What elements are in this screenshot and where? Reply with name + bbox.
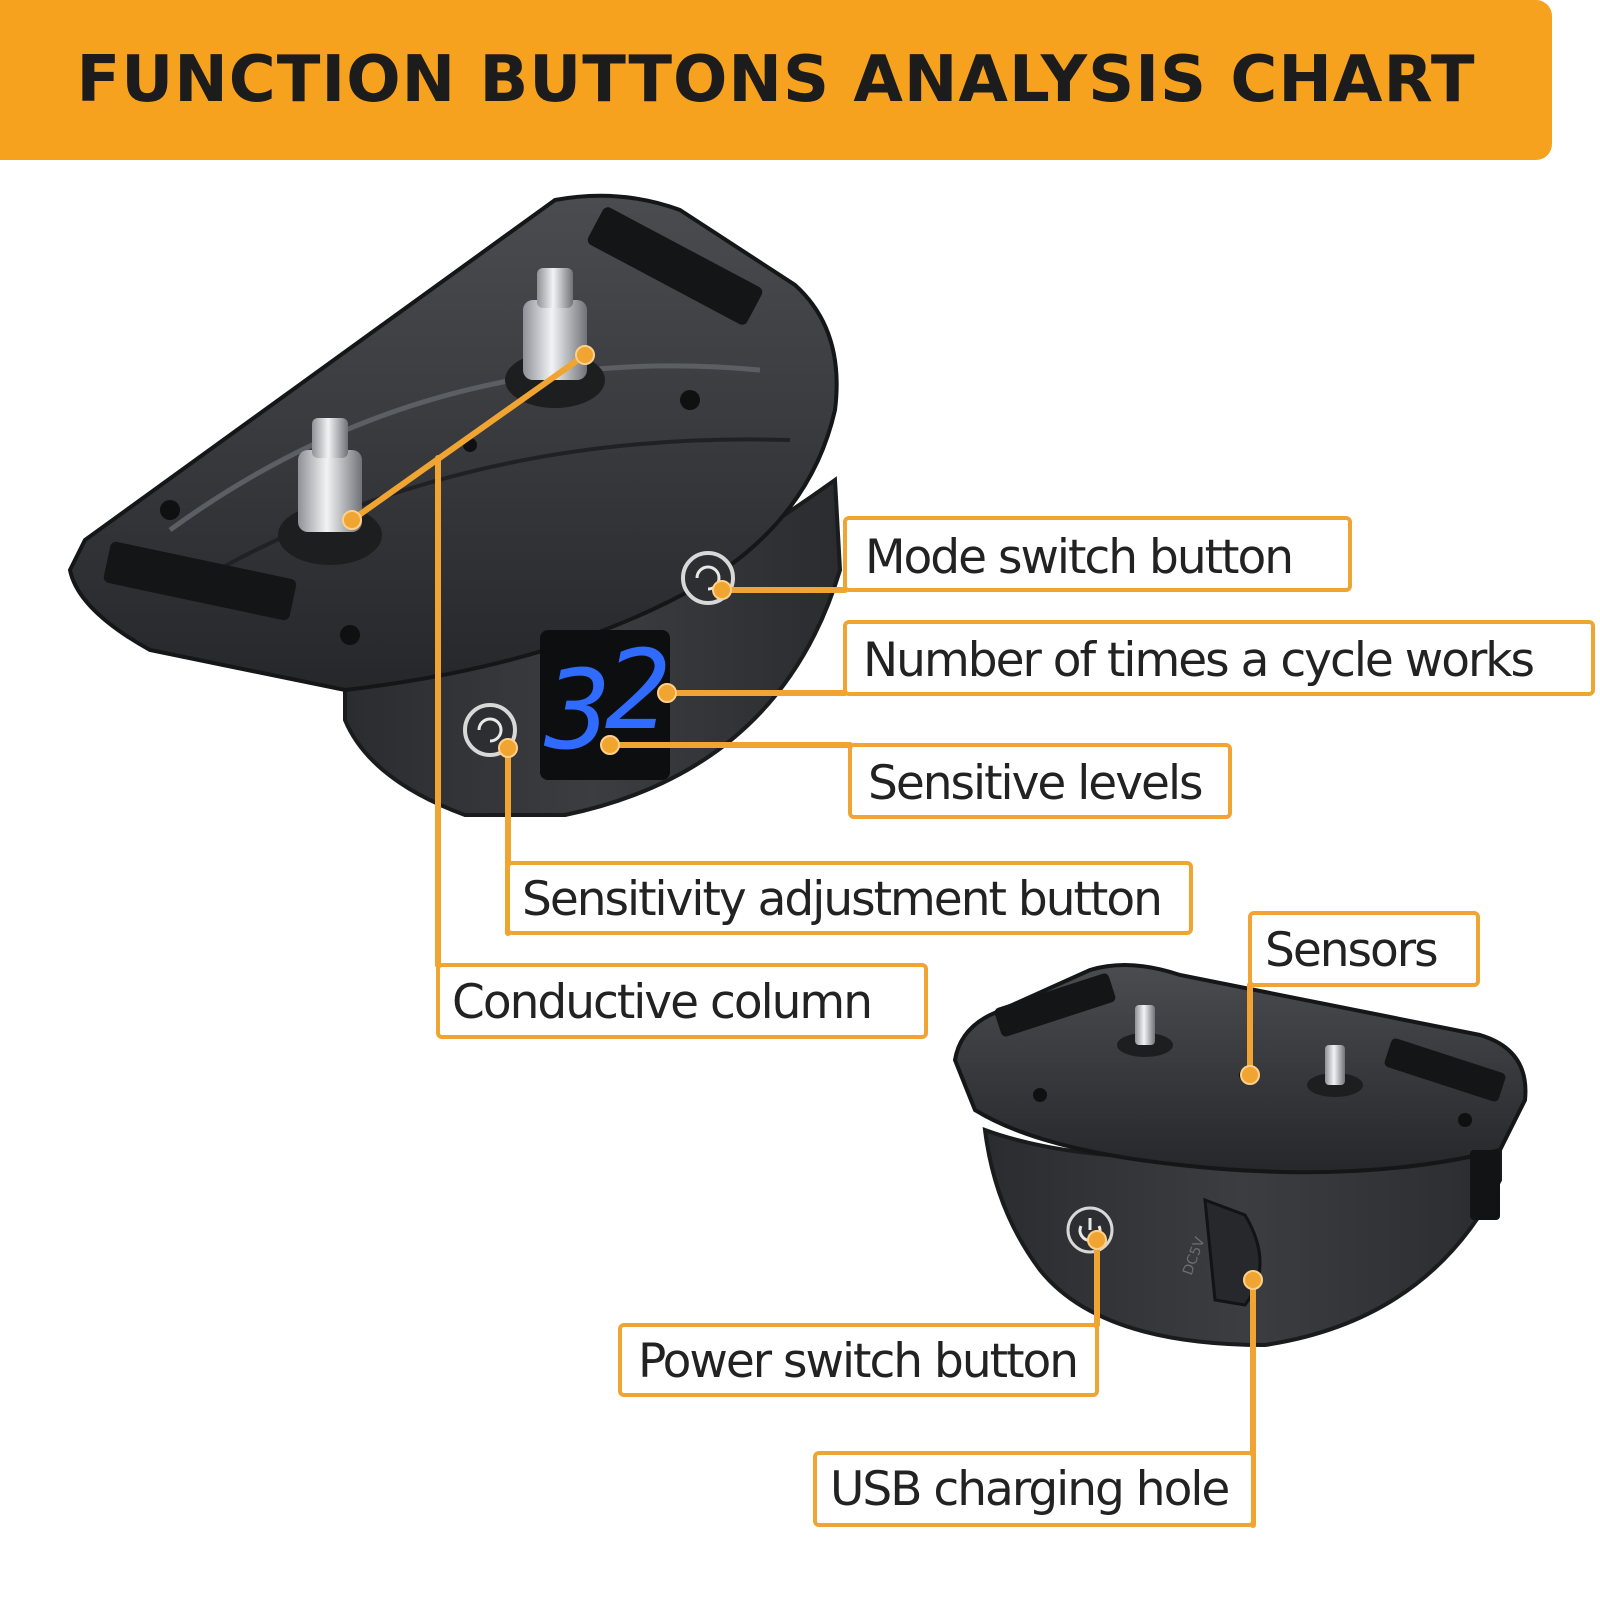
- title-banner: FUNCTION BUTTONS ANALYSIS CHART: [0, 0, 1552, 160]
- screw-hole: [340, 625, 360, 645]
- label-mode-switch: Mode switch button: [865, 530, 1292, 585]
- small-conductive-column-right: [1307, 1045, 1363, 1097]
- callout-anchor-dot: [498, 738, 518, 758]
- strap-slot-left: [103, 541, 297, 621]
- small-side-slot: [1470, 1150, 1500, 1220]
- label-usb-hole: USB charging hole: [830, 1462, 1228, 1517]
- screw-hole: [680, 390, 700, 410]
- large-device-ridge-shadow: [199, 437, 791, 582]
- large-device-ridge: [168, 363, 761, 533]
- small-device: DC5V: [952, 963, 1528, 1348]
- callout-anchor-dot: [657, 683, 677, 703]
- screw-hole: [1033, 1088, 1047, 1102]
- callout-anchors: [342, 345, 1263, 1290]
- callout-anchor-dot: [1243, 1270, 1263, 1290]
- connector-conductive-column: [349, 352, 588, 523]
- conductive-column-left: [278, 418, 382, 565]
- label-conductive-column: Conductive column: [452, 975, 871, 1030]
- chart-title: FUNCTION BUTTONS ANALYSIS CHART: [76, 43, 1476, 117]
- callout-sensors: Sensors: [1248, 911, 1480, 987]
- callout-conductive-column: Conductive column: [436, 963, 928, 1039]
- callout-anchor-dot: [342, 510, 362, 530]
- led-digit-left: 3: [544, 646, 611, 774]
- label-cycle-count: Number of times a cycle works: [863, 633, 1533, 688]
- callout-anchor-dot: [712, 580, 732, 600]
- large-device-top-plate: [67, 193, 839, 693]
- conductive-column-right: [505, 268, 605, 408]
- screw-hole: [160, 500, 180, 520]
- callout-anchor-dot: [1087, 1230, 1107, 1250]
- callout-anchor-dot: [575, 345, 595, 365]
- callout-sensitive-levels: Sensitive levels: [848, 743, 1232, 819]
- callout-mode-switch: Mode switch button: [843, 516, 1352, 592]
- label-power-switch: Power switch button: [638, 1334, 1077, 1389]
- small-strap-slot-right: [1384, 1038, 1506, 1102]
- callout-connectors: [349, 352, 1256, 1528]
- callout-usb-hole: USB charging hole: [813, 1451, 1255, 1527]
- label-sensors: Sensors: [1265, 923, 1437, 978]
- small-device-top-plate: [952, 963, 1528, 1175]
- callout-power-switch: Power switch button: [618, 1323, 1099, 1397]
- label-sensitivity-adjust: Sensitivity adjustment button: [522, 872, 1161, 927]
- callout-cycle-count: Number of times a cycle works: [843, 620, 1595, 696]
- callout-sensitivity-adjust: Sensitivity adjustment button: [506, 861, 1193, 935]
- cycle-icon: [477, 717, 503, 743]
- callout-anchor-dot: [600, 735, 620, 755]
- small-strap-slot-left: [994, 973, 1116, 1037]
- label-sensitive-levels: Sensitive levels: [868, 756, 1202, 811]
- sensitivity-adjust-button[interactable]: [463, 703, 517, 757]
- strap-slot-right: [587, 207, 763, 325]
- screw-hole: [1458, 1113, 1472, 1127]
- large-device: 3 2: [67, 193, 843, 817]
- callout-anchor-dot: [1240, 1065, 1260, 1085]
- small-conductive-column-left: [1117, 1005, 1173, 1057]
